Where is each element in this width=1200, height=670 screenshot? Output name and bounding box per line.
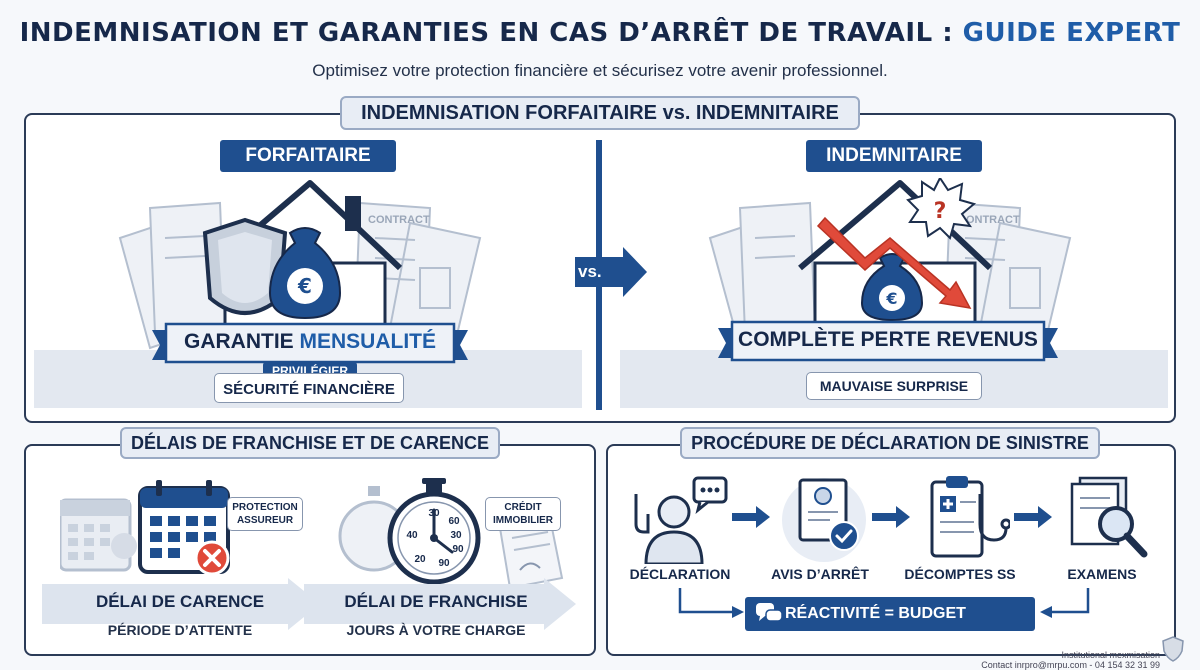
securite-chip: SÉCURITÉ FINANCIÈRE [214, 373, 404, 403]
protection-line1: PROTECTION [232, 502, 298, 513]
timer-num-7: 90 [438, 558, 450, 569]
delays-panel-title: DÉLAIS DE FRANCHISE ET DE CARENCE [120, 427, 500, 459]
contract-doc-text: CONTRACT [958, 214, 1020, 226]
vs-arrow-icon [575, 247, 647, 297]
franchise-arrow [304, 578, 576, 630]
timer-num-5: 90 [452, 544, 464, 555]
indemnitaire-banner-text: COMPLÈTE PERTE REVENUS [738, 328, 1038, 351]
forfaitaire-label: FORFAITAIRE [220, 140, 396, 172]
step-arrow-icon [872, 506, 910, 528]
indemnitaire-label: INDEMNITAIRE [806, 140, 982, 172]
chat-bubbles-icon [756, 603, 782, 622]
protection-line2: ASSUREUR [236, 515, 294, 526]
money-bag-icon: € [268, 227, 342, 320]
question-mark: ? [934, 199, 947, 224]
step-label-examens: EXAMENS [1067, 566, 1137, 582]
stopwatch-icon: 30 60 40 30 90 20 90 [338, 478, 481, 585]
calendar-icon [60, 480, 230, 576]
timer-num-4: 30 [450, 530, 462, 541]
svg-text:€: € [297, 274, 312, 298]
timer-num-3: 40 [406, 530, 418, 541]
forfaitaire-banner-text: GARANTIE MENSUALITÉ [166, 330, 454, 354]
credit-immobilier-chip: CRÉDIT IMMOBILIER [485, 497, 561, 531]
reactivity-box: RÉACTIVITÉ = BUDGET PROTÉGÉ [745, 597, 1035, 656]
page-title-accent: GUIDE EXPERT [962, 18, 1181, 48]
step-label-declaration: DÉCLARATION [629, 566, 731, 582]
person-speech-icon [634, 476, 728, 564]
document-stack-icon [708, 201, 1072, 350]
feedback-loop-arrows [678, 588, 1090, 618]
magnifier-documents-icon [1070, 476, 1148, 558]
svg-text:€: € [885, 289, 897, 308]
certified-document-icon [782, 478, 866, 562]
forfaitaire-banner [152, 322, 468, 364]
mauvaise-surprise-chip: MAUVAISE SURPRISE [806, 372, 982, 400]
carence-title: DÉLAI DE CARENCE [95, 592, 265, 611]
timer-num-6: 20 [414, 554, 426, 565]
contract-doc-text: CONTRACT [368, 214, 430, 226]
document-icon [498, 518, 564, 588]
step-arrow-icon [1014, 506, 1052, 528]
step-label-decomptes: DÉCOMPTES SS [904, 566, 1016, 582]
step-arrow-icon [732, 506, 770, 528]
procedure-panel-title: PROCÉDURE DE DÉCLARATION DE SINISTRE [680, 427, 1100, 459]
page-title-main: INDEMNISATION ET GARANTIES EN CAS D’ARRÊ… [19, 18, 963, 48]
franchise-title: DÉLAI DE FRANCHISE [344, 592, 528, 611]
page-title: INDEMNISATION ET GARANTIES EN CAS D’ARRÊ… [0, 18, 1200, 48]
timer-num-2: 60 [448, 516, 460, 527]
indemnitaire-illustration: CONTRACT € ? [708, 178, 1072, 358]
medical-clipboard-icon [930, 476, 1010, 558]
credit-line2: IMMOBILIER [493, 515, 553, 526]
comparison-panel-title: INDEMNISATION FORFAITAIRE vs. INDEMNITAI… [340, 96, 860, 130]
banner-main-text: GARANTIE [184, 330, 300, 353]
carence-arrow [42, 578, 320, 630]
banner-accent-text: MENSUALITÉ [299, 330, 437, 353]
protection-assureur-chip: PROTECTION ASSUREUR [227, 497, 303, 531]
indemnitaire-banner [718, 320, 1058, 362]
step-label-avis: AVIS D’ARRÊT [771, 566, 869, 582]
shield-logo-icon [1162, 636, 1184, 662]
footer-line1: Institutional mexmisation [1061, 650, 1160, 660]
down-trend-arrow-icon [816, 216, 972, 309]
page-subtitle: Optimisez votre protection financière et… [312, 61, 888, 80]
footer-line2: Contact inrpro@mrpu.com - 04 154 32 31 9… [981, 660, 1160, 670]
franchise-subtitle: JOURS À VOTRE CHARGE [346, 622, 526, 638]
vs-label: vs. [578, 262, 602, 281]
credit-line1: CRÉDIT [504, 502, 542, 513]
question-burst-icon: ? [906, 178, 977, 240]
carence-subtitle: PÉRIODE D’ATTENTE [107, 622, 253, 638]
